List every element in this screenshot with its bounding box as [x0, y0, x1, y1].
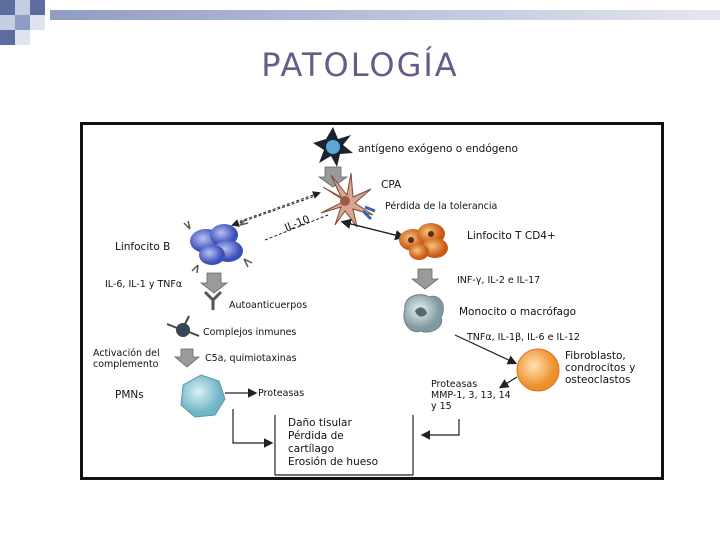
antigen-icon [313, 127, 353, 167]
outcome-label: Daño tisular Pérdida de cartílago Erosió… [288, 417, 379, 468]
arrow-to-outcome-right [420, 419, 460, 440]
pathology-diagram: antígeno exógeno o endógeno CPA Pérdida … [80, 122, 664, 480]
monocyte-icon [403, 294, 444, 333]
b-cell-icon [183, 218, 253, 274]
b-cytokines-label: IL-6, IL-1 y TNFα [105, 279, 183, 290]
pmns-label: PMNs [115, 389, 144, 401]
arrow-cpa-bcell [231, 194, 319, 227]
fibroblast-label: Fibroblasto, condrocitos y osteoclastos [565, 350, 636, 386]
page-title: PATOLOGÍA [261, 46, 459, 84]
loss-tolerance-label: Pérdida de la tolerancia [385, 201, 498, 212]
arrow-monocyte-fibroblast [454, 334, 518, 365]
arrow-to-outcome-left [232, 409, 274, 448]
t-cell-icon [399, 223, 448, 260]
outcome-box [274, 415, 414, 476]
t-cell-label: Linfocito T CD4+ [467, 230, 556, 242]
immune-complex-icon [166, 315, 200, 337]
proteases-mmp-label: Proteasas MMP-1, 3, 13, 14 y 15 [431, 379, 511, 412]
mono-cytokines-label: TNFα, IL-1β, IL-6 e IL-12 [467, 332, 580, 343]
b-cell-label: Linfocito B [115, 241, 171, 253]
complement-activation-label: Activación del complemento [93, 348, 160, 370]
process-arrows [173, 268, 440, 368]
corner-decoration [0, 0, 60, 45]
il10-line [264, 214, 329, 241]
pmn-icon [180, 374, 226, 418]
autoantibody-icon [203, 290, 223, 310]
top-rule [50, 10, 720, 20]
diagram-graphics [166, 127, 560, 476]
immune-complexes-label: Complejos inmunes [203, 327, 297, 338]
monocyte-label: Monocito o macrófago [459, 306, 577, 318]
c5a-label: C5a, quimiotaxinas [205, 353, 297, 364]
antigen-label: antígeno exógeno o endógeno [358, 143, 518, 155]
t-cytokines-label: INF-γ, IL-2 e IL-17 [457, 275, 541, 286]
cpa-icon [320, 172, 376, 228]
autoantibodies-label: Autoanticuerpos [229, 300, 308, 311]
cpa-label: CPA [381, 179, 402, 191]
fibroblast-icon [516, 348, 560, 392]
proteases-label: Proteasas [258, 388, 305, 399]
